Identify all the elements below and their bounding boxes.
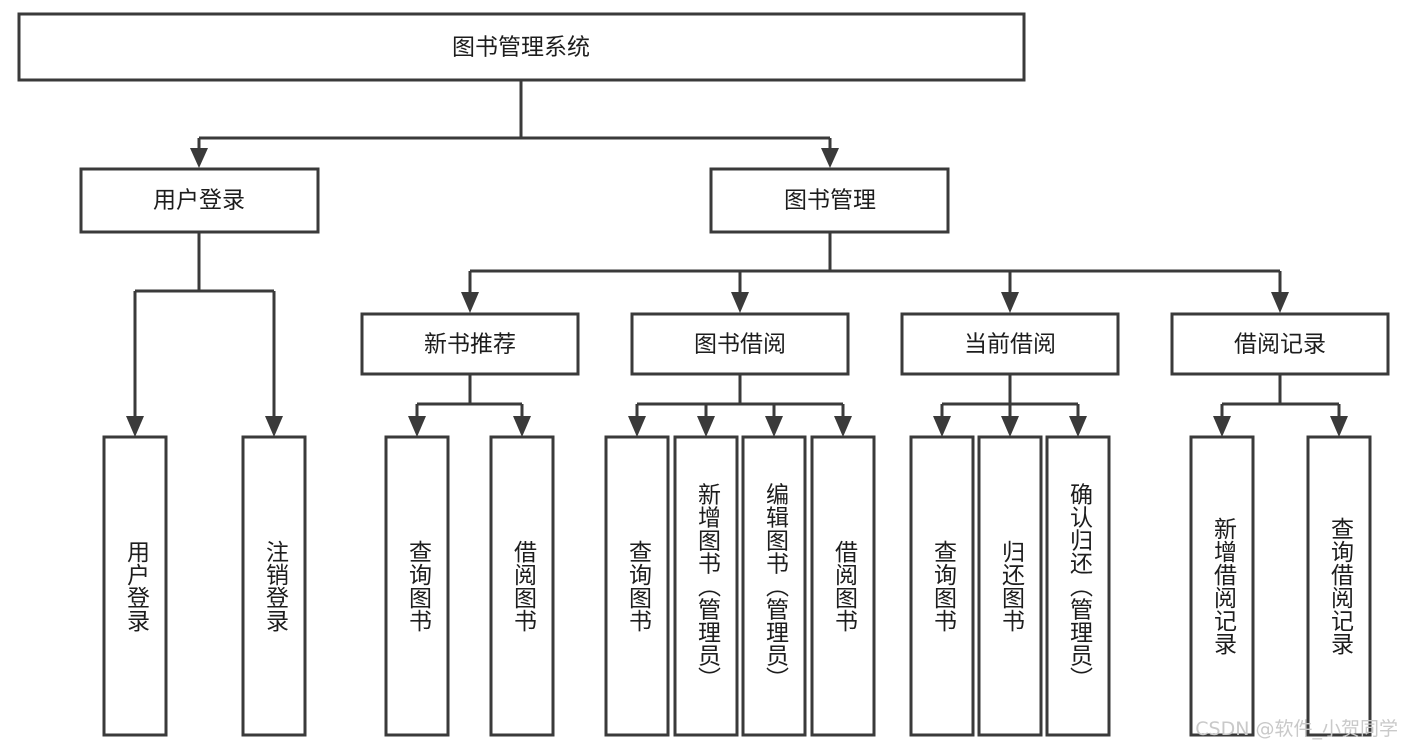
node-leaf-query-book-3[interactable]: 查询图书 [909,435,975,737]
node-root-label: 图书管理系统 [452,35,590,61]
watermark-label: CSDN @软件_小贺同学 [1195,718,1398,740]
node-root-box[interactable] [17,12,1026,82]
arrow-head-leaf-query-record [1330,416,1348,437]
node-leaf-confirm-return-label: 确认归还（管理员） [1066,483,1094,690]
node-leaf-return-book-box[interactable] [977,435,1043,737]
node-leaf-borrow-book-1[interactable]: 借阅图书 [489,435,555,737]
connector-group-book-management [461,232,1289,313]
node-book-borrow-label: 图书借阅 [694,332,786,358]
arrow-head-leaf-return-book [1001,416,1019,437]
connector-group-user-login [126,232,283,437]
node-leaf-borrow-book-2-box[interactable] [810,435,876,737]
arrow-head-new-book-recommend [461,292,479,313]
arrow-head-leaf-add-book [697,416,715,437]
node-leaf-query-book-2-label: 查询图书 [625,540,653,632]
node-book-management[interactable]: 图书管理 [709,167,950,234]
node-leaf-query-book-1-box[interactable] [384,435,450,737]
arrow-head-borrow-record [1271,292,1289,313]
node-borrow-record-label: 借阅记录 [1234,332,1326,358]
node-user-login[interactable]: 用户登录 [79,167,320,234]
node-leaf-query-book-2[interactable]: 查询图书 [604,435,670,737]
node-current-borrow[interactable]: 当前借阅 [900,312,1120,376]
arrow-head-user-login [190,148,208,168]
node-leaf-query-book-3-label: 查询图书 [930,540,958,632]
node-leaf-logout[interactable]: 注销登录 [241,435,307,737]
node-leaf-user-login-label: 用户登录 [123,540,151,632]
node-user-login-label: 用户登录 [153,188,245,214]
arrow-head-leaf-query-book-1 [408,416,426,437]
node-user-login-box[interactable] [79,167,320,234]
node-leaf-user-login-box[interactable] [102,435,168,737]
node-current-borrow-label: 当前借阅 [964,332,1056,358]
node-leaf-add-book[interactable]: 新增图书（管理员） [673,435,739,737]
connector-group-new-book-recommend [408,374,531,437]
node-leaf-add-record-label: 新增借阅记录 [1210,517,1238,655]
node-leaf-add-book-box[interactable] [673,435,739,737]
node-leaf-edit-book[interactable]: 编辑图书（管理员） [741,435,807,737]
node-leaf-borrow-book-1-label: 借阅图书 [510,540,538,632]
node-leaf-query-book-1-label: 查询图书 [405,540,433,632]
arrow-head-leaf-add-record [1213,416,1231,437]
node-book-management-box[interactable] [709,167,950,234]
node-leaf-add-record[interactable]: 新增借阅记录 [1189,435,1255,737]
node-borrow-record[interactable]: 借阅记录 [1170,312,1390,376]
arrow-head-leaf-query-book-3 [933,416,951,437]
node-leaf-logout-box[interactable] [241,435,307,737]
node-leaf-user-login[interactable]: 用户登录 [102,435,168,737]
node-borrow-record-box[interactable] [1170,312,1390,376]
arrow-head-leaf-confirm-return [1069,416,1087,437]
node-leaf-query-book-3-box[interactable] [909,435,975,737]
node-new-book-recommend-label: 新书推荐 [424,332,516,358]
node-book-borrow-box[interactable] [630,312,850,376]
arrow-head-leaf-user-login [126,416,144,437]
node-leaf-confirm-return[interactable]: 确认归还（管理员） [1045,435,1111,737]
node-leaf-borrow-book-2-label: 借阅图书 [831,540,859,632]
connector-group-current-borrow [933,374,1087,437]
node-current-borrow-box[interactable] [900,312,1120,376]
connector-group-borrow-record [1213,374,1348,437]
node-leaf-add-record-box[interactable] [1189,435,1255,737]
arrow-head-leaf-query-book-2 [628,416,646,437]
node-leaf-edit-book-box[interactable] [741,435,807,737]
node-leaf-edit-book-label: 编辑图书（管理员） [762,483,790,690]
node-leaf-query-record[interactable]: 查询借阅记录 [1306,435,1372,737]
node-leaf-borrow-book-1-box[interactable] [489,435,555,737]
node-leaf-confirm-return-box[interactable] [1045,435,1111,737]
node-book-borrow[interactable]: 图书借阅 [630,312,850,376]
node-leaf-add-book-label: 新增图书（管理员） [694,483,722,690]
connector-group-root [190,80,839,168]
arrow-head-current-borrow [1001,292,1019,313]
connector-group-book-borrow [628,374,852,437]
node-leaf-query-record-label: 查询借阅记录 [1327,517,1355,655]
node-new-book-recommend-box[interactable] [360,312,580,376]
arrow-head-book-borrow [731,292,749,313]
node-leaf-query-book-2-box[interactable] [604,435,670,737]
node-leaf-return-book[interactable]: 归还图书 [977,435,1043,737]
node-leaf-query-record-box[interactable] [1306,435,1372,737]
arrow-head-book-management [821,148,839,168]
node-root[interactable]: 图书管理系统 [17,12,1026,82]
arrow-head-leaf-edit-book [765,416,783,437]
arrow-head-leaf-borrow-book-2 [834,416,852,437]
arrow-head-leaf-borrow-book-1 [513,416,531,437]
node-leaf-borrow-book-2[interactable]: 借阅图书 [810,435,876,737]
node-book-management-label: 图书管理 [784,188,876,214]
arrow-head-leaf-logout [265,416,283,437]
node-leaf-query-book-1[interactable]: 查询图书 [384,435,450,737]
node-leaf-return-book-label: 归还图书 [998,540,1026,632]
node-leaf-logout-label: 注销登录 [262,540,290,632]
node-new-book-recommend[interactable]: 新书推荐 [360,312,580,376]
